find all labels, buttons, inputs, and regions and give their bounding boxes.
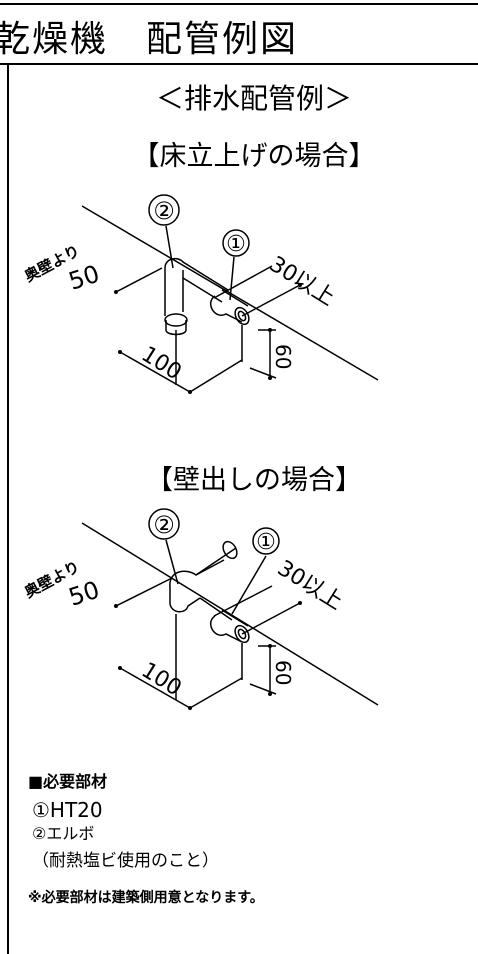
dim-side: 30以上 — [273, 556, 347, 615]
page-title: 乾燥機 配管例図 — [0, 19, 299, 60]
case-floor-title: 【床立上げの場合】 — [132, 141, 376, 172]
part-label-elbow: ② — [153, 511, 175, 539]
dim-width: 100 — [137, 658, 186, 701]
section-heading: ＜排水配管例＞ — [155, 82, 352, 115]
part-label-elbow: ② — [153, 197, 175, 225]
dim-wall: 50 — [65, 576, 103, 612]
dim-height: 60 — [271, 344, 295, 369]
materials-notes: ■必要部材 ①HT20 ②エルボ （耐熱塩ビ使用のこと） ※必要部材は建築側用意… — [28, 768, 264, 907]
materials-heading: ■必要部材 — [28, 772, 108, 791]
material-item-3: （耐熱塩ビ使用のこと） — [32, 851, 219, 871]
dim-height: 60 — [271, 660, 295, 685]
part-label-pipe: ① — [226, 232, 246, 257]
case-wall-title: 【壁出しの場合】 — [146, 465, 362, 496]
materials-note: ※必要部材は建築側用意となります。 — [28, 890, 264, 906]
material-item-1: ①HT20 — [32, 798, 103, 822]
part-label-pipe: ① — [256, 530, 276, 555]
material-item-2: ②エルボ — [32, 824, 95, 843]
